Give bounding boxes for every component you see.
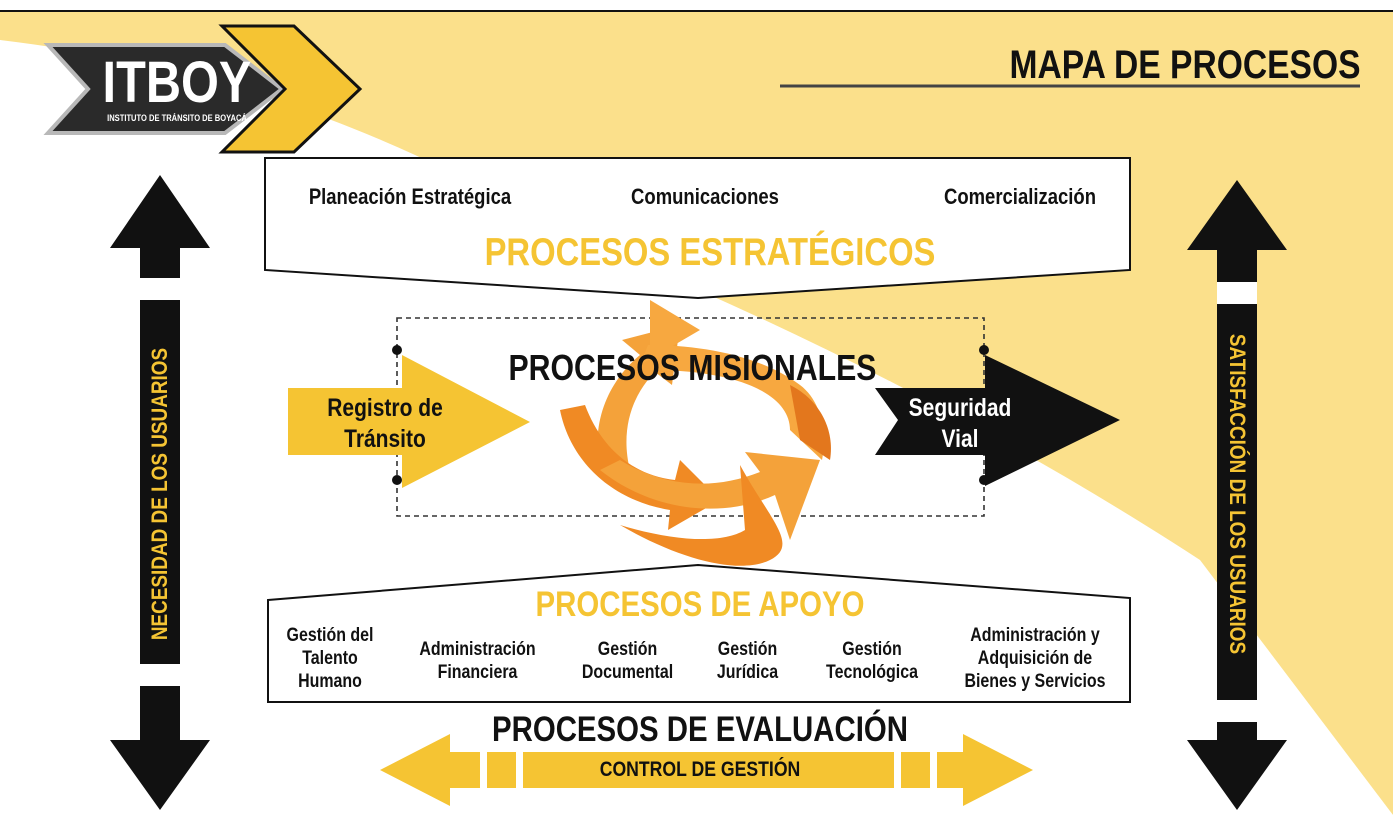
strategic-title: PROCESOS ESTRATÉGICOS (484, 231, 936, 274)
strategic-item-planeacion: Planeación Estratégica (308, 184, 512, 209)
control-label: CONTROL DE GESTIÓN (599, 758, 801, 781)
strategic-item-comercializacion: Comercialización (943, 184, 1096, 209)
support-title: PROCESOS DE APOYO (535, 585, 865, 624)
support-item-bienes: Administración y Adquisición de Bienes y… (964, 625, 1106, 692)
right-side-label: SATISFACCIÓN DE LOS USUARIOS (1225, 333, 1250, 655)
support-item-tecnologica: Gestión Tecnológica (826, 639, 918, 683)
page-title: MAPA DE PROCESOS (1009, 43, 1361, 87)
logo-name: ITBOY (102, 50, 252, 115)
recycle-arrows-icon (560, 300, 831, 566)
support-item-talento: Gestión del Talento Humano (286, 625, 374, 692)
support-item-documental: Gestión Documental (581, 639, 674, 683)
control-double-arrow (380, 734, 1033, 806)
support-item-financiera: Administración Financiera (419, 639, 536, 683)
logo-subtitle: INSTITUTO DE TRÁNSITO DE BOYACÁ (107, 113, 247, 123)
support-item-juridica: Gestión Jurídica (716, 639, 779, 683)
registro-arrow (288, 355, 530, 488)
strategic-item-comunicaciones: Comunicaciones (631, 184, 779, 209)
seguridad-label: Seguridad Vial (908, 394, 1012, 453)
evaluation-title: PROCESOS DE EVALUACIÓN (491, 710, 909, 749)
left-side-label: NECESIDAD DE LOS USUARIOS (147, 347, 172, 641)
missional-title: PROCESOS MISIONALES (508, 347, 877, 388)
strategic-box (264, 157, 1131, 300)
support-box (267, 563, 1131, 703)
logo-chevron-icon (43, 24, 363, 154)
right-double-arrow-icon (1187, 180, 1287, 810)
registro-label: Registro de Tránsito (327, 394, 443, 453)
seguridad-arrow (875, 355, 1120, 486)
left-double-arrow-icon (110, 175, 210, 810)
